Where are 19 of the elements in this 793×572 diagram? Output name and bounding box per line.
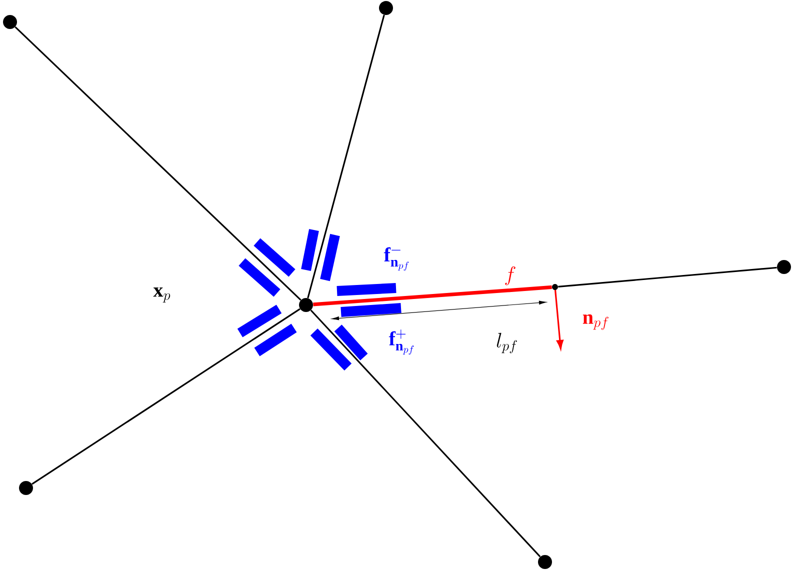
point <box>538 555 552 569</box>
edge-line <box>313 285 552 306</box>
point <box>552 284 558 290</box>
math-label: $\mathbf{x}_p$ <box>153 287 170 303</box>
edge-line <box>14 26 302 301</box>
edge-line <box>310 310 541 558</box>
point <box>379 1 393 15</box>
point <box>19 481 33 495</box>
point <box>777 260 791 274</box>
point <box>3 15 17 29</box>
math-label: $\mathbf{f}^-_{\mathbf{n}_{pf}}$ <box>384 247 409 271</box>
math-label: $\mathbf{f}^+_{\mathbf{n}_{pf}}$ <box>388 329 414 355</box>
math-label: $l_{pf}$ <box>496 332 517 354</box>
edge-label: $f$ <box>503 266 518 286</box>
edge-line <box>32 308 300 485</box>
edge-line <box>558 266 777 288</box>
edge-line <box>307 14 385 298</box>
point <box>299 298 313 312</box>
math-label: $\mathbf{n}_{pf}$ <box>582 314 608 330</box>
